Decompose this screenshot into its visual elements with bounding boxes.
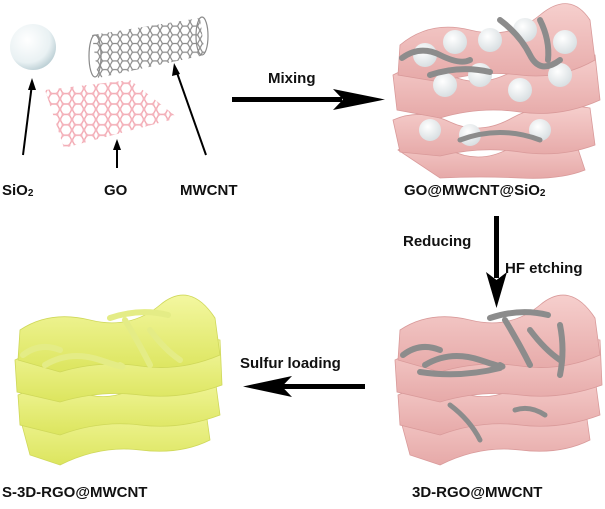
mwcnt-tube: [88, 16, 209, 78]
mwcnt-arrow: [172, 63, 207, 156]
mixing-arrow: [232, 89, 385, 110]
go-arrow: [113, 139, 121, 168]
reducing-arrow: [486, 216, 507, 308]
stage4-structure: [14, 294, 223, 466]
mwcnt-label: MWCNT: [180, 182, 238, 199]
sio2-label-sub: 2: [27, 188, 34, 199]
sio2-sphere: [10, 24, 56, 70]
stage2-structure: [392, 3, 601, 179]
stage2-label-sub: 2: [539, 188, 546, 199]
mixing-label: Mixing: [268, 70, 316, 87]
sulfur-loading-label: Sulfur loading: [240, 355, 341, 372]
sio2-arrow: [22, 78, 36, 156]
stage3-structure: [394, 294, 603, 466]
stage2-label-main: GO@MWCNT@SiO: [404, 182, 540, 199]
sio2-label: SiO2: [2, 182, 33, 199]
stage4-label: S-3D-RGO@MWCNT: [2, 484, 148, 501]
go-sheet: [45, 80, 178, 148]
reducing-label: Reducing: [403, 233, 472, 250]
sio2-label-main: SiO: [2, 182, 28, 199]
stage3-label: 3D-RGO@MWCNT: [412, 484, 543, 501]
go-label: GO: [104, 182, 128, 199]
stage2-label: GO@MWCNT@SiO2: [404, 182, 545, 199]
hf-etching-label: HF etching: [505, 260, 583, 277]
sulfur-loading-arrow: [243, 376, 365, 397]
